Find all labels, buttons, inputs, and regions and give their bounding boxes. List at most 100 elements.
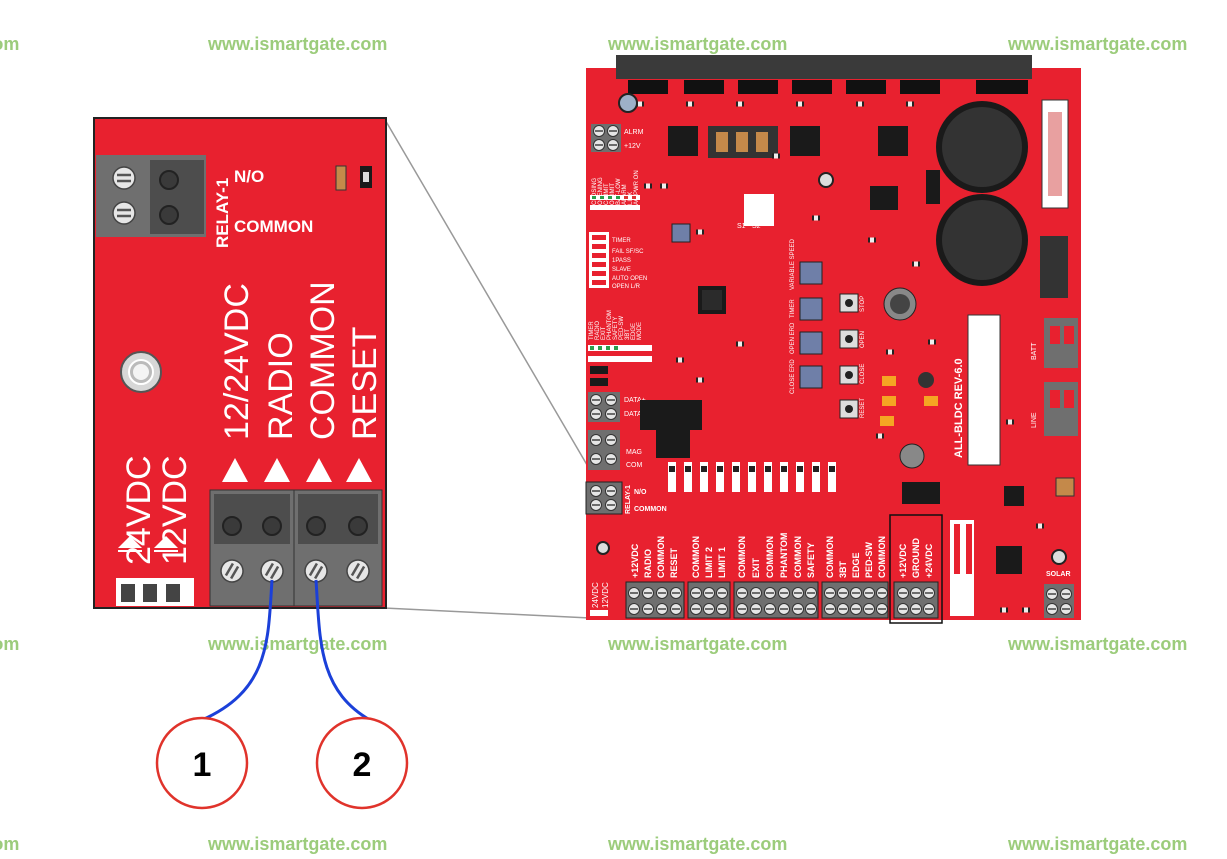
voltage-12-label: 12VDC	[156, 455, 194, 565]
board-model: ALL-BLDC REV-6.0	[953, 358, 965, 458]
svg-text:+12VDC: +12VDC	[898, 543, 908, 578]
com-label: COM	[626, 462, 643, 469]
svg-text:MODE: MODE	[637, 322, 643, 340]
voltage-24-label: 24VDC	[120, 455, 158, 565]
svg-text:SLAVE: SLAVE	[612, 267, 631, 273]
svg-text:AUTO OPEN: AUTO OPEN	[612, 276, 647, 282]
svg-text:BAT-LOW: BAT-LOW	[616, 178, 622, 205]
terminal-label-power: 12/24VDC	[218, 283, 256, 440]
terminal-label-common: COMMON	[304, 281, 342, 440]
svg-text:CLOSING: CLOSING	[592, 178, 598, 205]
svg-text:3BT: 3BT	[625, 329, 631, 340]
model-label-box	[967, 314, 1001, 466]
svg-text:RESET: RESET	[669, 547, 679, 578]
wire-2	[314, 579, 371, 722]
watermark: www.ismartgate.com	[208, 634, 388, 654]
svg-text:EDGE: EDGE	[851, 552, 861, 578]
svg-text:TIMER: TIMER	[790, 299, 796, 318]
common-label: COMMON	[234, 217, 313, 236]
svg-text:LIMIT 1: LIMIT 1	[717, 547, 727, 578]
zoom-line-top	[383, 117, 591, 471]
svg-text:PHANTOM: PHANTOM	[607, 310, 613, 340]
svg-text:24VDC: 24VDC	[591, 582, 600, 608]
top-connector-strip	[616, 55, 1032, 79]
svg-text:COMMON: COMMON	[825, 536, 835, 578]
svg-text:OPEN ERD: OPEN ERD	[790, 322, 796, 354]
callout-2: 2	[315, 716, 409, 810]
svg-text:SOLAR: SOLAR	[1046, 571, 1071, 578]
svg-text:RELAY-1: RELAY-1	[625, 485, 632, 514]
watermark: www.ismartgate.com	[608, 34, 788, 54]
watermark: www.ismartgate.com	[208, 34, 388, 54]
svg-text:N/O: N/O	[634, 489, 647, 496]
svg-text:1: 1	[193, 746, 212, 784]
dip-switch-1	[589, 232, 609, 288]
svg-text:OPEN: OPEN	[860, 331, 866, 348]
svg-text:PED-SW: PED-SW	[864, 541, 874, 578]
svg-text:SAFETY: SAFETY	[806, 542, 816, 578]
svg-text:VARIABLE SPEED: VARIABLE SPEED	[790, 238, 796, 290]
svg-text:CLOSE: CLOSE	[860, 364, 866, 384]
svg-text:S/N:: S/N:	[964, 596, 974, 614]
watermark: www.ismartgate.com	[208, 834, 388, 854]
svg-text:COMMON: COMMON	[691, 536, 701, 578]
no-label: N/O	[234, 167, 264, 186]
svg-text:+24VDC: +24VDC	[924, 543, 934, 578]
svg-text:OPENING: OPENING	[598, 177, 604, 205]
input-terminal-block	[209, 489, 383, 607]
board-relay-terminal	[585, 481, 623, 515]
terminal-label-reset: RESET	[346, 327, 384, 440]
relay-label: RELAY-1	[213, 178, 232, 248]
svg-text:TIMER: TIMER	[589, 321, 595, 340]
svg-text:S2: S2	[752, 223, 761, 230]
svg-text:SAFETY: SAFETY	[613, 317, 619, 340]
svg-text:COMMON: COMMON	[877, 536, 887, 578]
terminal-label-radio: RADIO	[262, 332, 300, 440]
svg-text:LIMIT 2: LIMIT 2	[704, 547, 714, 578]
svg-text:AC/PWR ON: AC/PWR ON	[634, 170, 640, 205]
svg-text:PHANTOM: PHANTOM	[779, 533, 789, 578]
svg-text:PED-SW: PED-SW	[619, 316, 625, 340]
zoom-line-bottom	[383, 607, 591, 619]
svg-text:RADIO: RADIO	[643, 549, 653, 578]
watermark: www.ismartgate.com	[0, 634, 20, 654]
svg-text:C-LIMIT: C-LIMIT	[604, 183, 610, 205]
alrm-label: ALRM	[624, 129, 644, 136]
svg-text:RESET: RESET	[860, 398, 866, 418]
zoom-panel: RELAY-1 N/O COMMON 24VDC 12VDC 12/24VDC	[93, 117, 387, 609]
callout-1: 1	[155, 716, 249, 810]
watermark: www.ismartgate.com	[1008, 634, 1188, 654]
watermark: www.ismartgate.com	[1008, 34, 1188, 54]
data-plus-label: DATA+	[624, 397, 646, 404]
svg-text:COMMON: COMMON	[737, 536, 747, 578]
svg-text:FAIL SF/SC: FAIL SF/SC	[612, 249, 644, 255]
svg-text:COMMON: COMMON	[765, 536, 775, 578]
svg-text:DATE:: DATE:	[950, 587, 960, 614]
svg-text:EDGE: EDGE	[631, 323, 637, 340]
svg-text:12VDC: 12VDC	[601, 582, 610, 608]
svg-text:STOP: STOP	[860, 296, 866, 312]
svg-text:COMMON: COMMON	[634, 506, 667, 513]
svg-text:CLOSE ERD: CLOSE ERD	[790, 359, 796, 394]
svg-text:+12VDC: +12VDC	[630, 543, 640, 578]
svg-text:3BT: 3BT	[838, 560, 848, 578]
watermark: www.ismartgate.com	[0, 34, 20, 54]
svg-text:TIMER: TIMER	[612, 238, 631, 244]
svg-text:COMMON: COMMON	[793, 536, 803, 578]
watermark: www.ismartgate.com	[1008, 834, 1188, 854]
watermark: www.ismartgate.com	[0, 834, 20, 854]
svg-text:S1: S1	[737, 223, 746, 230]
svg-text:LINE: LINE	[1031, 412, 1038, 428]
watermark: www.ismartgate.com	[608, 834, 788, 854]
svg-text:EXIT: EXIT	[601, 326, 607, 340]
12v-label: +12V	[624, 143, 641, 150]
svg-text:2: 2	[353, 746, 372, 784]
svg-text:EXIT: EXIT	[751, 557, 761, 578]
svg-text:ALARM: ALARM	[622, 184, 628, 205]
svg-text:1PASS: 1PASS	[612, 258, 631, 264]
svg-text:BATT: BATT	[1031, 342, 1038, 360]
svg-text:COMMON: COMMON	[656, 536, 666, 578]
watermark: www.ismartgate.com	[608, 634, 788, 654]
data-minus-label: DATA-	[624, 411, 645, 418]
